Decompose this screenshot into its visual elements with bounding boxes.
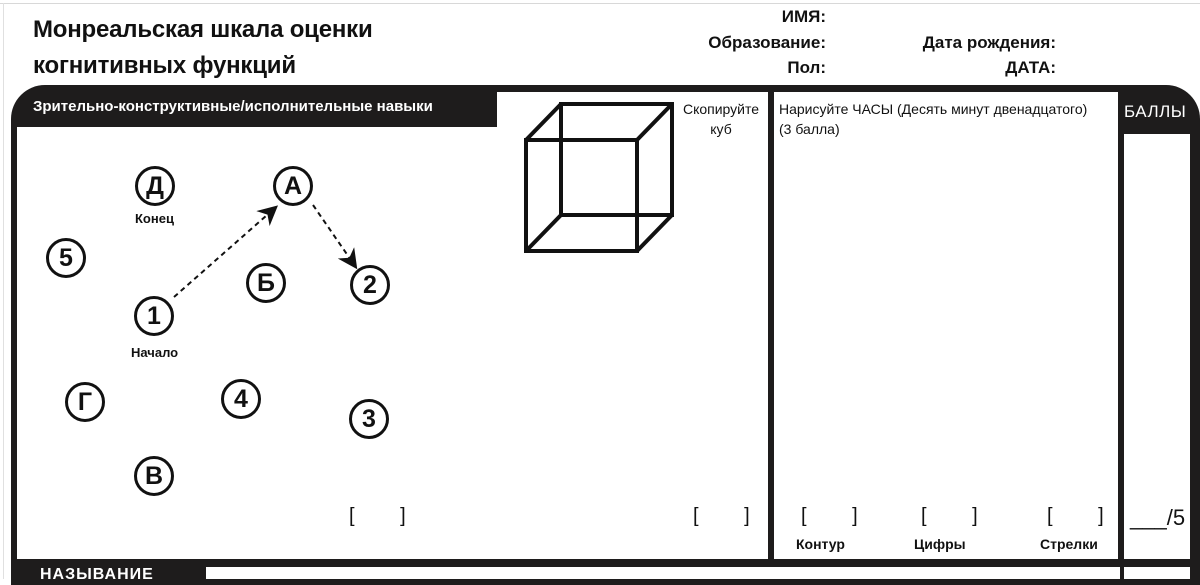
trail-node-3: 3	[349, 399, 389, 439]
clock-panel	[774, 92, 1118, 559]
clock-hands-label: Стрелки	[1040, 536, 1098, 552]
clock-numbers-box[interactable]: [ ]	[921, 505, 998, 527]
visuospatial-section-label: Зрительно-конструктивные/исполнительные …	[33, 98, 433, 115]
birthdate-field-label: Дата рождения:	[922, 33, 1056, 52]
naming-section-label: НАЗЫВАНИЕ	[40, 566, 154, 583]
score-cell	[1124, 134, 1190, 559]
cube-panel	[497, 92, 768, 559]
trail-making-panel	[17, 127, 512, 559]
cube-score-box[interactable]: [ ]	[693, 505, 770, 527]
trail-node-2: 2	[350, 265, 390, 305]
title-line-2: когнитивных функций	[33, 52, 296, 79]
cube-instruction: Скопируйте куб	[676, 99, 766, 139]
trail-end-caption: Конец	[135, 211, 174, 226]
clock-numbers-label: Цифры	[914, 536, 966, 552]
cube-instruction-line-1: Скопируйте	[682, 101, 760, 117]
clock-contour-label: Контур	[796, 536, 845, 552]
naming-score-cell	[1124, 567, 1190, 579]
trail-node-d: Д	[135, 166, 175, 206]
sex-field-label: Пол:	[787, 58, 826, 77]
trail-score-box[interactable]: [ ]	[349, 505, 426, 527]
trail-node-5: 5	[46, 238, 86, 278]
education-field-label: Образование:	[708, 33, 826, 52]
visuospatial-score[interactable]: ___/5	[1130, 505, 1186, 530]
naming-panel	[206, 567, 1120, 579]
score-column-header: БАЛЛЫ	[1124, 102, 1187, 121]
trail-node-a: А	[273, 166, 313, 206]
cube-drawing	[524, 102, 674, 253]
document-title: Монреальская шкала оценки когнитивных фу…	[33, 12, 373, 84]
title-line-1: Монреальская шкала оценки	[33, 16, 373, 43]
clock-hands-box[interactable]: [ ]	[1047, 505, 1124, 527]
trail-node-1: 1	[134, 296, 174, 336]
trail-node-4: 4	[221, 379, 261, 419]
clock-contour-box[interactable]: [ ]	[801, 505, 878, 527]
clock-instruction: Нарисуйте ЧАСЫ (Десять минут двенадцатог…	[779, 101, 1088, 117]
name-field-label: ИМЯ:	[781, 7, 826, 26]
page-top-border	[0, 3, 1200, 4]
trail-node-g: Г	[65, 382, 105, 422]
trail-node-v: В	[134, 456, 174, 496]
clock-points: (3 балла)	[779, 121, 840, 137]
cube-instruction-line-2: куб	[710, 121, 732, 137]
trail-start-caption: Начало	[131, 345, 179, 360]
page-left-border	[3, 3, 4, 579]
date-field-label: ДАТА:	[1005, 58, 1056, 77]
trail-node-b: Б	[246, 263, 286, 303]
